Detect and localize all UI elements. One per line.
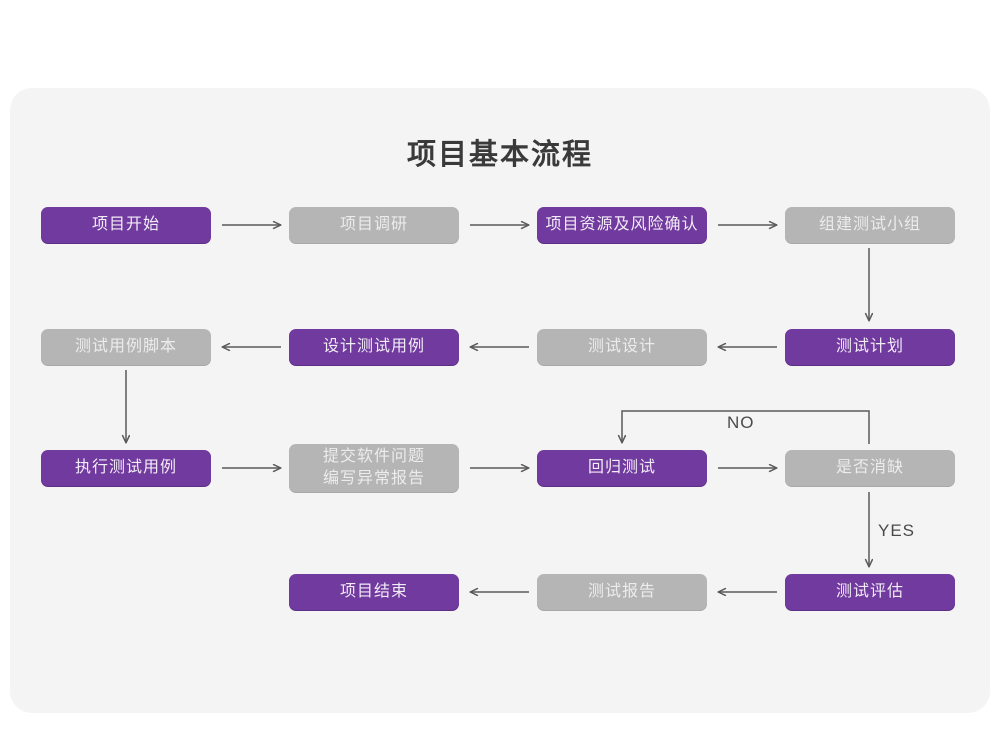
branch-label-no: NO xyxy=(727,413,755,432)
node-test-case-script[interactable]: 测试用例脚本 xyxy=(41,329,211,365)
node-build-test-team[interactable]: 组建测试小组 xyxy=(785,207,955,243)
node-project-end[interactable]: 项目结束 xyxy=(289,574,459,610)
node-defect-cleared[interactable]: 是否消缺 xyxy=(785,450,955,486)
node-test-design[interactable]: 测试设计 xyxy=(537,329,707,365)
node-project-start[interactable]: 项目开始 xyxy=(41,207,211,243)
diagram-card xyxy=(10,88,990,713)
node-test-report[interactable]: 测试报告 xyxy=(537,574,707,610)
branch-label-yes: YES xyxy=(878,521,916,540)
node-design-test-case[interactable]: 设计测试用例 xyxy=(289,329,459,365)
node-test-plan[interactable]: 测试计划 xyxy=(785,329,955,365)
node-project-research[interactable]: 项目调研 xyxy=(289,207,459,243)
node-execute-test-case[interactable]: 执行测试用例 xyxy=(41,450,211,486)
page-title: 项目基本流程 xyxy=(406,139,593,171)
node-submit-issue-report[interactable]: 提交软件问题 编写异常报告 xyxy=(289,444,459,492)
node-resource-risk-confirm[interactable]: 项目资源及风险确认 xyxy=(537,207,707,243)
node-test-evaluation[interactable]: 测试评估 xyxy=(785,574,955,610)
node-regression-test[interactable]: 回归测试 xyxy=(537,450,707,486)
